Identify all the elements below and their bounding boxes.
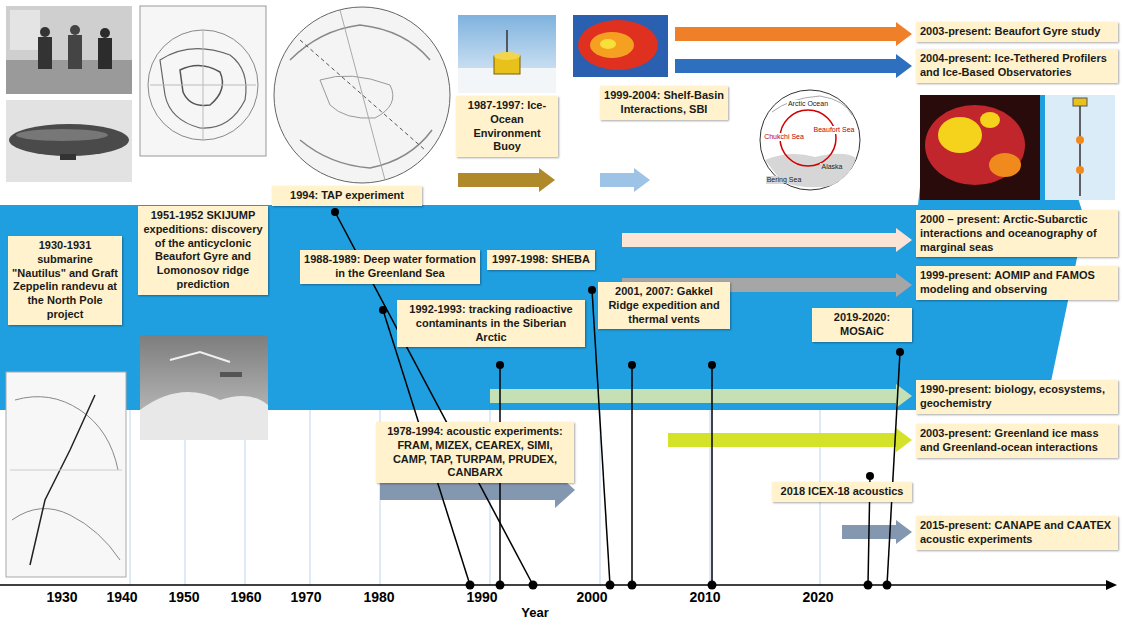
year-label: 1930 xyxy=(46,589,77,605)
arctic-map xyxy=(274,7,450,183)
event-text: 2003-present: Greenland ice mass and Gre… xyxy=(920,427,1114,455)
event-box: 1987-1997: Ice-Ocean Environment Buoy xyxy=(456,96,558,157)
year-label: 1980 xyxy=(363,589,394,605)
event-text: 1997-1998: SHEBA xyxy=(491,253,591,267)
year-label: 1940 xyxy=(106,589,137,605)
skijump-map xyxy=(140,6,266,156)
event-text: 1999-present: AOMIP and FAMOS modeling a… xyxy=(920,269,1114,297)
event-box: 1951-1952 SKIJUMP expeditions: discovery… xyxy=(138,206,268,295)
event-text: 1992-1993: tracking radioactive contamin… xyxy=(401,303,581,344)
chukchi-beaufort-map xyxy=(760,90,860,190)
map-label: Bering Sea xyxy=(766,176,803,184)
map-label: Arctic Ocean xyxy=(787,100,829,108)
year-label: 1950 xyxy=(168,589,199,605)
event-text: 1990-present: biology, ecosystems, geoch… xyxy=(920,383,1114,411)
event-text: 1930-1931 submarine "Nautilus" and Graft… xyxy=(12,239,118,322)
event-text: 2001, 2007: Gakkel Ridge expedition and … xyxy=(602,285,726,326)
historic-photo xyxy=(6,6,132,94)
event-box: 2004-present: Ice-Tethered Profilers and… xyxy=(916,49,1118,83)
event-text: 2018 ICEX-18 acoustics xyxy=(776,485,908,499)
year-label: 1960 xyxy=(230,589,261,605)
event-text: 2019-2020: MOSAiC xyxy=(816,311,908,339)
event-box: 2000 – present: Arctic-Subarctic interac… xyxy=(916,210,1118,257)
event-box: 2019-2020: MOSAiC xyxy=(812,308,912,342)
event-box: 2018 ICEX-18 acoustics xyxy=(772,482,912,502)
event-box: 1999-present: AOMIP and FAMOS modeling a… xyxy=(916,266,1118,300)
map-label: Alaska xyxy=(820,163,843,171)
year-label: 2000 xyxy=(576,589,607,605)
year-label: 1990 xyxy=(466,589,497,605)
map-label: Chukchi Sea xyxy=(763,133,805,141)
mooring-diagram xyxy=(1045,95,1115,200)
event-box: 2015-present: CANAPE and CAATEX acoustic… xyxy=(916,516,1118,550)
event-box: 1978-1994: acoustic experiments: FRAM, M… xyxy=(376,422,574,483)
ice-photo xyxy=(140,335,268,440)
year-label: 1970 xyxy=(290,589,321,605)
event-box: 1990-present: biology, ecosystems, geoch… xyxy=(916,380,1118,414)
map-label: Beaufort Sea xyxy=(813,126,856,134)
event-box: 1992-1993: tracking radioactive contamin… xyxy=(397,300,585,347)
event-box: 2003-present: Beaufort Gyre study xyxy=(916,22,1118,42)
event-text: 2015-present: CANAPE and CAATEX acoustic… xyxy=(920,519,1114,547)
event-text: 1999-2004: Shelf-Basin Interactions, SBI xyxy=(604,89,724,117)
event-text: 1987-1997: Ice-Ocean Environment Buoy xyxy=(460,99,554,154)
buoy-photo xyxy=(458,15,556,93)
year-label: 2010 xyxy=(689,589,720,605)
event-box: 1994: TAP experiment xyxy=(272,186,422,206)
event-box: 1997-1998: SHEBA xyxy=(487,250,595,270)
time-axis xyxy=(0,580,1117,590)
event-box: 1999-2004: Shelf-Basin Interactions, SBI xyxy=(600,86,728,120)
event-text: 2003-present: Beaufort Gyre study xyxy=(920,25,1114,39)
event-text: 1951-1952 SKIJUMP expeditions: discovery… xyxy=(142,209,264,292)
historic-route-map xyxy=(6,372,126,577)
zeppelin-photo xyxy=(6,100,132,182)
event-text: 1994: TAP experiment xyxy=(276,189,418,203)
event-box: 1930-1931 submarine "Nautilus" and Graft… xyxy=(8,236,122,325)
event-text: 2000 – present: Arctic-Subarctic interac… xyxy=(920,213,1114,254)
event-box: 2001, 2007: Gakkel Ridge expedition and … xyxy=(598,282,730,329)
event-box: 1988-1989: Deep water formation in the G… xyxy=(300,250,480,284)
event-text: 2004-present: Ice-Tethered Profilers and… xyxy=(920,52,1114,80)
event-text: 1978-1994: acoustic experiments: FRAM, M… xyxy=(380,425,570,480)
axis-title: Year xyxy=(521,606,548,621)
event-text: 1988-1989: Deep water formation in the G… xyxy=(304,253,476,281)
beaufort-heatmap xyxy=(573,15,668,77)
ocean-heatmap xyxy=(920,95,1040,200)
year-label: 2020 xyxy=(802,589,833,605)
event-box: 2003-present: Greenland ice mass and Gre… xyxy=(916,424,1118,458)
